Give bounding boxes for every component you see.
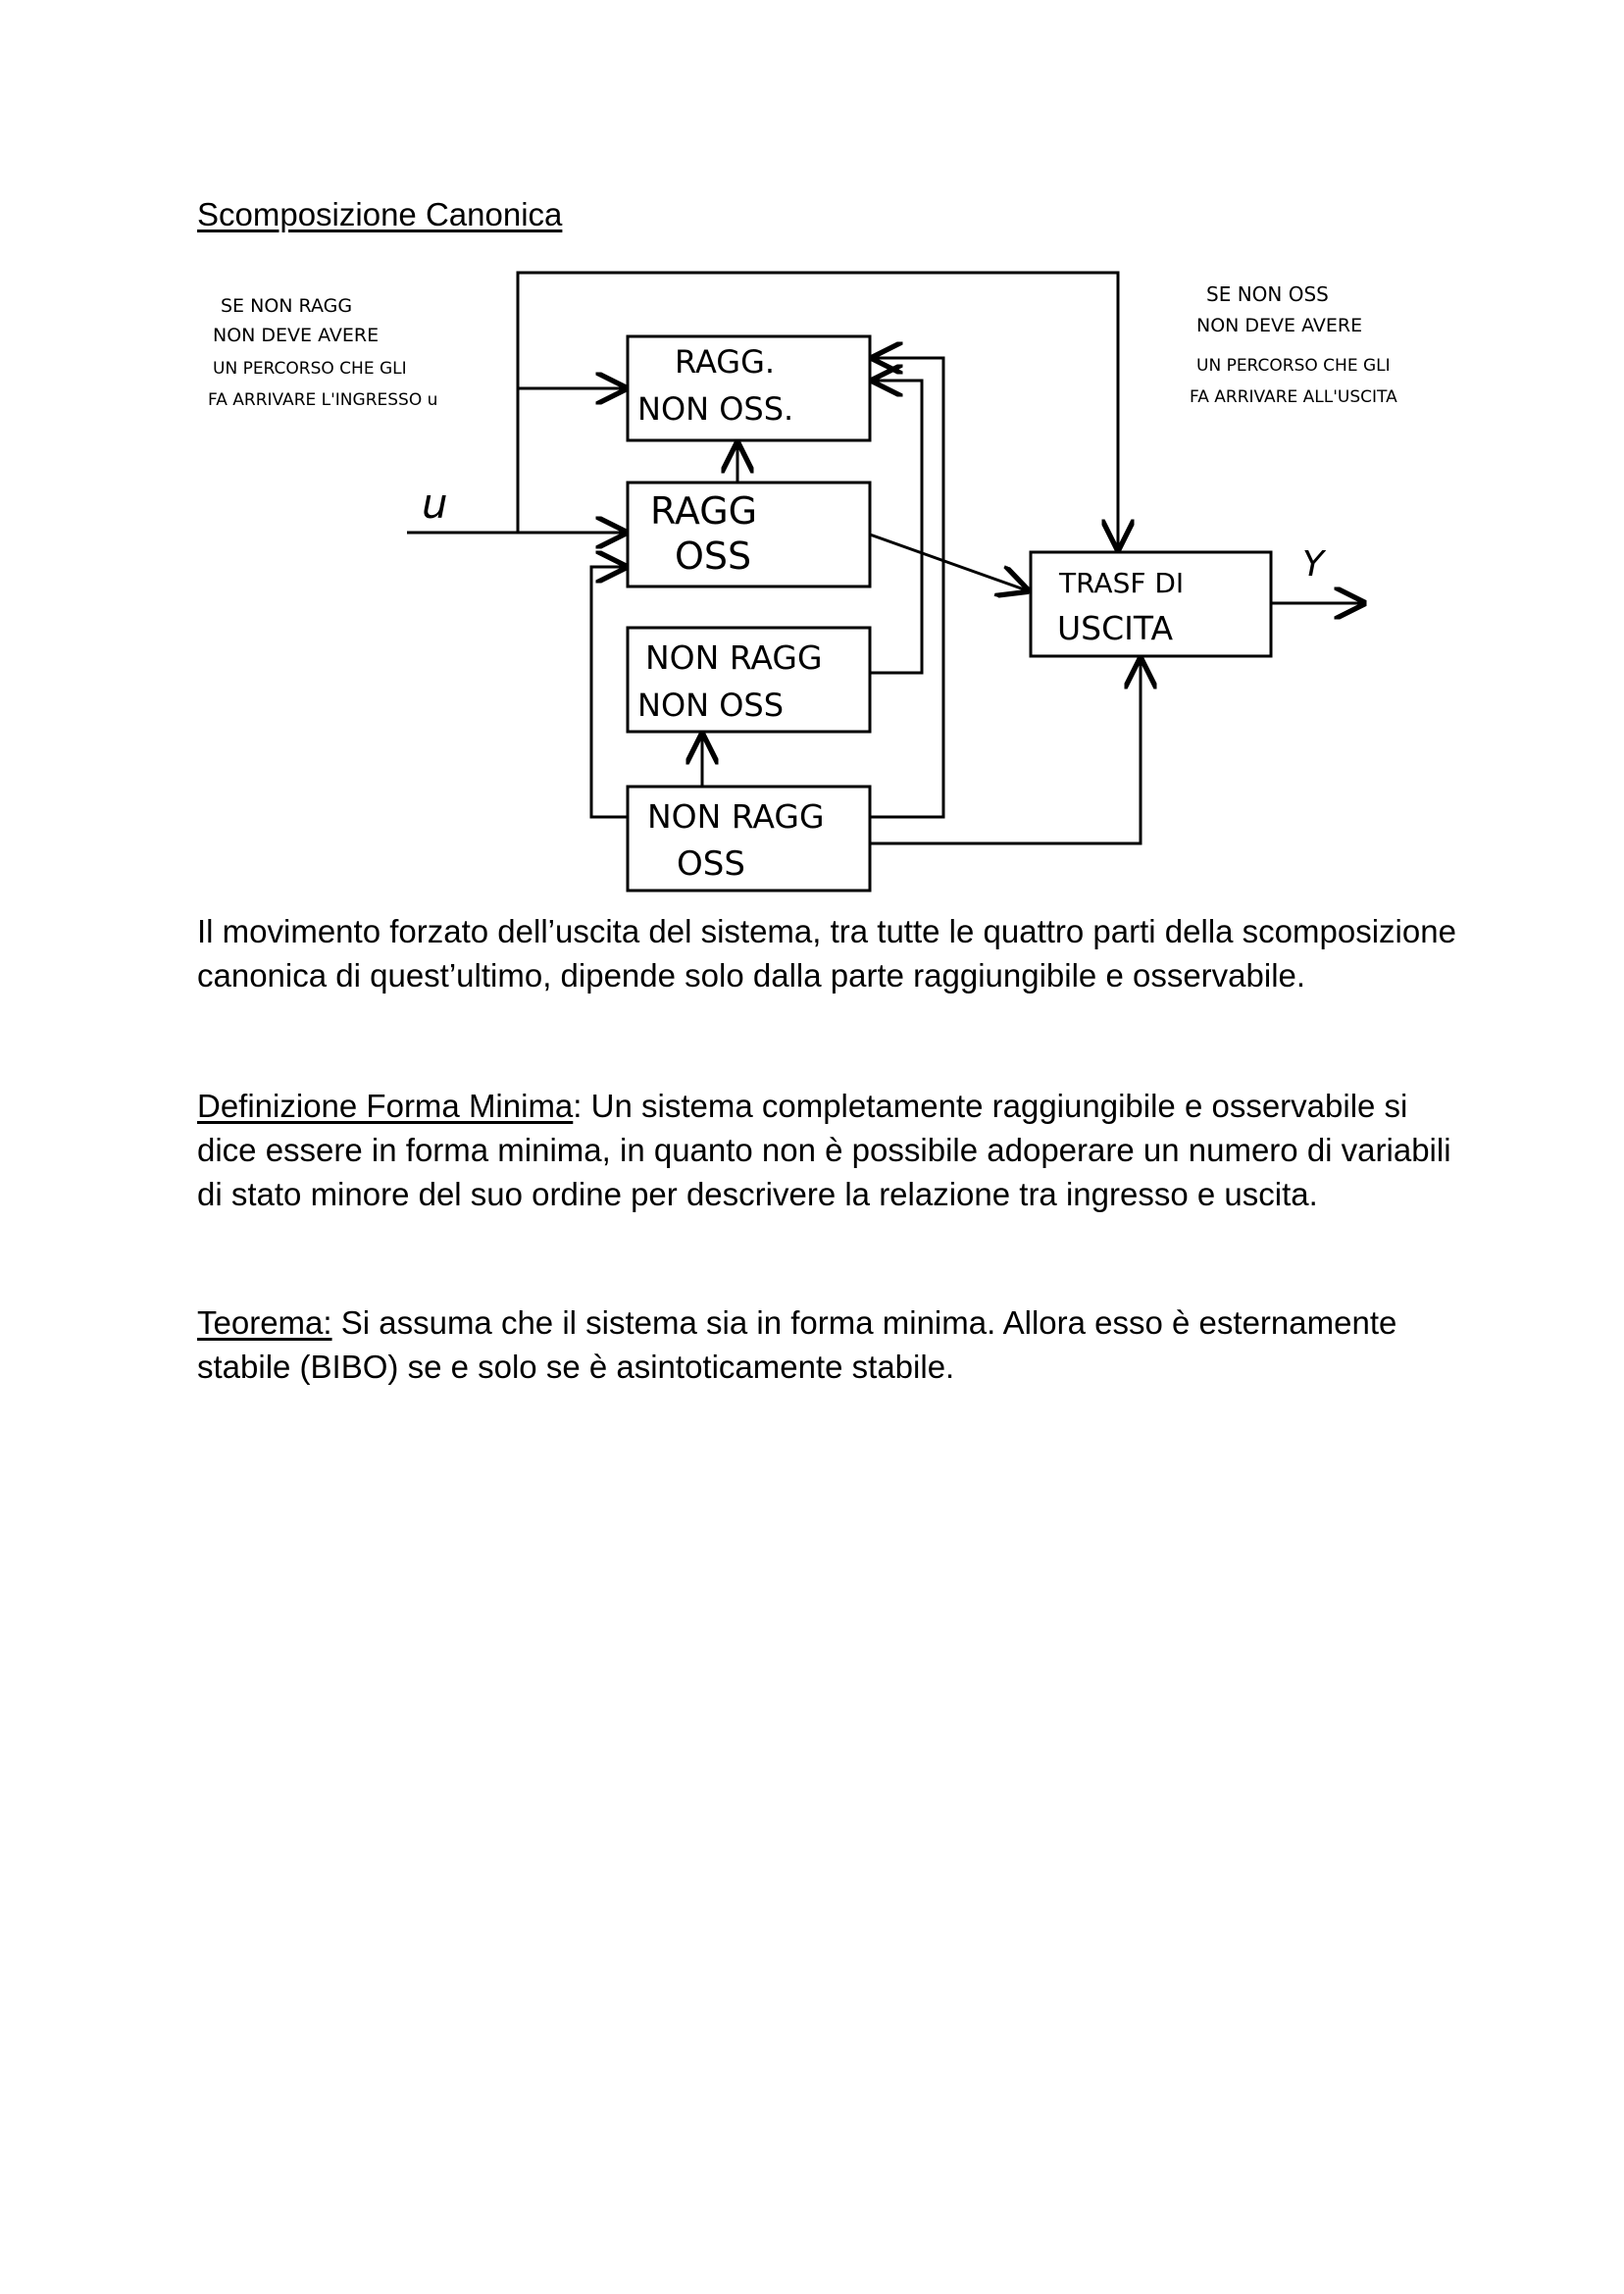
- note-left-line-3: UN PERCORSO CHE GLI: [213, 359, 407, 379]
- arrow-nro-to-output: [870, 660, 1141, 845]
- input-label: u: [422, 480, 448, 528]
- block-ragg-non-oss-line-1: RAGG.: [675, 343, 775, 381]
- note-right-line-4: FA ARRIVARE ALL'USCITA: [1190, 387, 1397, 407]
- block-non-ragg-oss: [626, 785, 872, 892]
- paragraph-definizione: Definizione Forma Minima: Un sistema com…: [197, 1084, 1472, 1216]
- arrow-nro-to-rno: [870, 358, 945, 819]
- block-trasf-line-2: USCITA: [1057, 609, 1173, 647]
- theorem-label: Teorema:: [197, 1304, 332, 1341]
- block-nro-line-1: NON RAGG: [647, 797, 825, 836]
- definition-label: Definizione Forma Minima: [197, 1088, 574, 1124]
- paragraph-movimento-forzato: Il movimento forzato dell’uscita del sis…: [197, 913, 1456, 994]
- block-nrno-line-2: NON OSS: [637, 687, 784, 724]
- note-left-line-1: SE NON RAGG: [221, 295, 352, 317]
- feedthrough-line: [516, 271, 1118, 548]
- note-right-line-1: SE NON OSS: [1206, 282, 1329, 306]
- block-ragg-oss-line-2: OSS: [675, 535, 751, 578]
- note-left-line-4: FA ARRIVARE L'INGRESSO u: [208, 390, 437, 410]
- block-nro-line-2: OSS: [677, 844, 745, 884]
- block-trasf-line-1: TRASF DI: [1058, 567, 1184, 599]
- definition-text: : Un sistema completamente raggiungibile…: [197, 1088, 1451, 1212]
- theorem-text: Si assuma che il sistema sia in forma mi…: [197, 1304, 1397, 1385]
- canonical-decomposition-diagram: SE NON RAGG NON DEVE AVERE UN PERCORSO C…: [208, 271, 1397, 892]
- arrow-ragg-oss-to-output: [869, 533, 1027, 590]
- block-ragg-non-oss-line-2: NON OSS.: [637, 390, 793, 428]
- note-right-line-2: NON DEVE AVERE: [1196, 315, 1362, 336]
- output-label: Y: [1302, 544, 1327, 585]
- page-title: Scomposizione Canonica: [197, 196, 563, 232]
- note-right-line-3: UN PERCORSO CHE GLI: [1196, 356, 1391, 376]
- block-non-ragg-non-oss: [626, 626, 872, 734]
- paragraph-teorema: Teorema: Si assuma che il sistema sia in…: [197, 1300, 1472, 1389]
- input-to-ragg-non-oss: [516, 388, 625, 533]
- block-nrno-line-1: NON RAGG: [645, 638, 823, 677]
- arrow-nro-to-ro: [589, 567, 628, 819]
- arrow-nrno-to-rno: [870, 381, 924, 675]
- block-ragg-oss-line-1: RAGG: [650, 489, 757, 533]
- note-left-line-2: NON DEVE AVERE: [213, 325, 379, 346]
